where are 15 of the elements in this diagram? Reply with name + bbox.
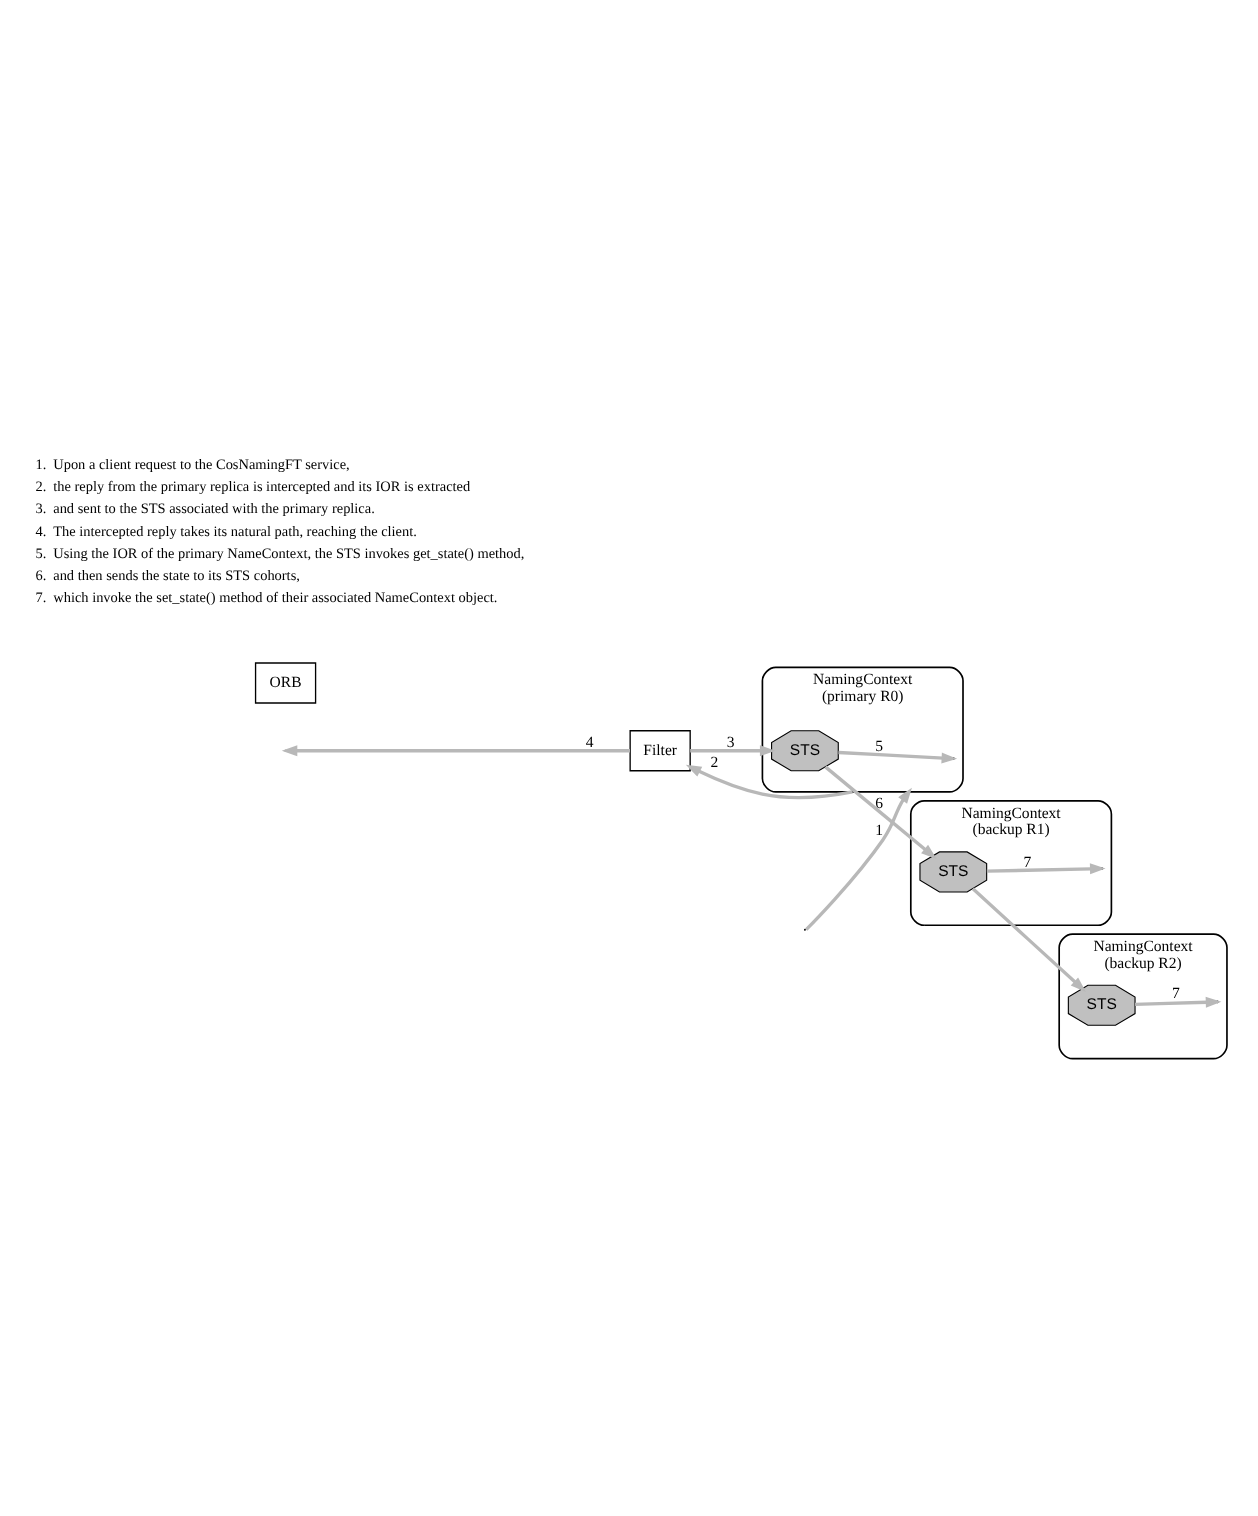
arrow [690,745,776,757]
edge-label: 4 [585,732,594,751]
arrow [971,887,1086,992]
edge-label: 7 [1172,983,1180,1002]
arrow [824,765,937,859]
edge-label: 7 [1023,852,1032,871]
edge-label: 1 [875,821,884,840]
edge-label: 5 [875,737,884,755]
node-box: Filter [629,730,691,772]
edge-label: 6 [875,793,884,812]
edge-label: 3 [726,732,735,751]
node-box: ORB [254,662,317,704]
edge-label: 2 [710,753,719,772]
arrow [685,764,853,800]
arrow [805,787,912,931]
